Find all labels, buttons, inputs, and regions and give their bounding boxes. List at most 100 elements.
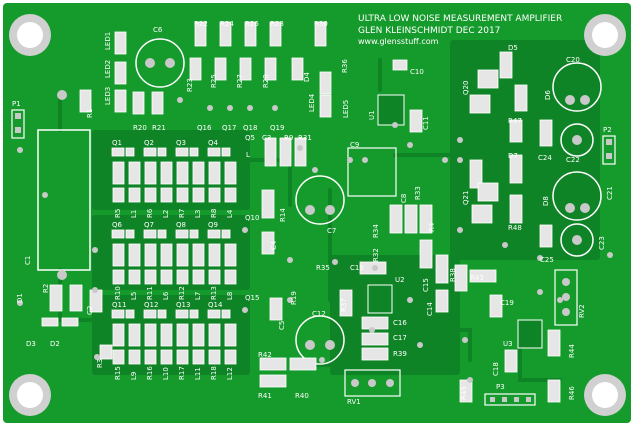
smd-part: [435, 254, 449, 284]
via: [287, 297, 293, 303]
designator-r10: R10: [114, 286, 122, 300]
resistor: [128, 323, 141, 347]
designator-p2: P2: [603, 126, 612, 134]
inductor: [224, 349, 237, 365]
transistor-q4: [207, 147, 221, 157]
designator-q12: Q12: [144, 301, 158, 309]
inductor: [192, 269, 205, 285]
designator-c20: C20: [566, 56, 580, 64]
resistor: [160, 323, 173, 347]
via: [557, 297, 563, 303]
smd-part: [41, 317, 59, 327]
smd-part: [244, 21, 257, 47]
designator-q19: Q19: [270, 124, 284, 132]
designator-r24: R24: [220, 20, 234, 28]
smd-part: [361, 332, 389, 346]
smd-part: [264, 57, 277, 81]
designator-r16: R16: [146, 366, 154, 380]
via: [297, 145, 303, 151]
via: [319, 357, 325, 363]
designator-r32: R32: [372, 248, 380, 262]
inductor: [176, 269, 189, 285]
designator-q13: Q13: [176, 301, 190, 309]
designator-q3: Q3: [176, 139, 186, 147]
resistor: [224, 323, 237, 347]
designator-r4: R4: [428, 222, 436, 232]
smd-part: [509, 119, 523, 143]
connector-p3: [484, 393, 536, 406]
designator-d3: D3: [26, 340, 36, 348]
smd-part: [269, 297, 283, 321]
smd-part: [219, 21, 232, 47]
designator-r28: R28: [270, 20, 284, 28]
via: [607, 252, 613, 258]
designator-rv2: RV2: [578, 304, 586, 318]
smd-part: [509, 194, 523, 224]
designator-u3: U3: [503, 340, 513, 348]
smd-part: [469, 269, 497, 283]
designator-r46: R46: [568, 386, 576, 400]
designator-u2: U2: [395, 276, 405, 284]
designator-r2: R2: [42, 284, 50, 293]
via: [17, 147, 23, 153]
via: [537, 289, 543, 295]
smd-part: [261, 189, 275, 219]
electrolytic-cap-pads: [145, 58, 590, 350]
designator-r26: R26: [245, 20, 259, 28]
designator-led3: LED3: [104, 87, 112, 105]
smd-part: [319, 71, 332, 95]
smd-part: [264, 137, 277, 167]
designator-q4: Q4: [208, 139, 219, 147]
designator-r39: R39: [393, 350, 407, 358]
via: [177, 97, 183, 103]
designator-r33: R33: [414, 186, 422, 200]
designator-c14: C14: [426, 302, 434, 316]
designator-r8: R8: [210, 209, 218, 218]
designator-r25: R25: [210, 74, 218, 88]
smd-part: [404, 204, 418, 234]
designator-p3: P3: [496, 383, 505, 391]
resistor: [176, 243, 189, 267]
via: [287, 257, 293, 263]
designator-q14: Q14: [208, 301, 223, 309]
designator-c18: C18: [492, 362, 500, 376]
designator-q16: Q16: [197, 124, 212, 132]
transistor-pad: [157, 147, 167, 157]
resistor: [192, 161, 205, 185]
smd-part: [454, 264, 468, 292]
designator-p1: P1: [12, 100, 21, 108]
designator-r7: R7: [178, 209, 186, 218]
designator-l12: L12: [226, 367, 234, 380]
designator-c23: C23: [598, 236, 606, 250]
resistor: [112, 323, 125, 347]
inductor: [160, 269, 173, 285]
designator-q8: Q8: [176, 221, 186, 229]
via: [407, 297, 413, 303]
inductor: [208, 187, 221, 203]
smd-part: [114, 61, 127, 85]
smd-part: [259, 374, 287, 388]
designator-l3: L3: [194, 210, 202, 218]
designator-q7: Q7: [144, 221, 154, 229]
via: [242, 307, 248, 313]
via: [457, 137, 463, 143]
smd-part: [269, 21, 282, 47]
designator-c1: C1: [24, 256, 32, 265]
designator-r41: R41: [258, 392, 272, 400]
via: [392, 122, 398, 128]
transistor-pad: [157, 229, 167, 239]
transistor-pad: [221, 229, 231, 239]
designator-q5: Q5: [245, 134, 255, 142]
via: [362, 157, 368, 163]
resistor: [224, 243, 237, 267]
designator-c4: C4: [270, 240, 278, 250]
designator-r12: R12: [178, 286, 186, 300]
resistor: [112, 243, 125, 267]
smd-part: [289, 357, 317, 371]
smd-part: [489, 294, 503, 318]
inductor: [160, 349, 173, 365]
smd-part: [114, 89, 127, 113]
smd-part: [499, 51, 513, 79]
designator-r29: R29: [262, 74, 270, 88]
